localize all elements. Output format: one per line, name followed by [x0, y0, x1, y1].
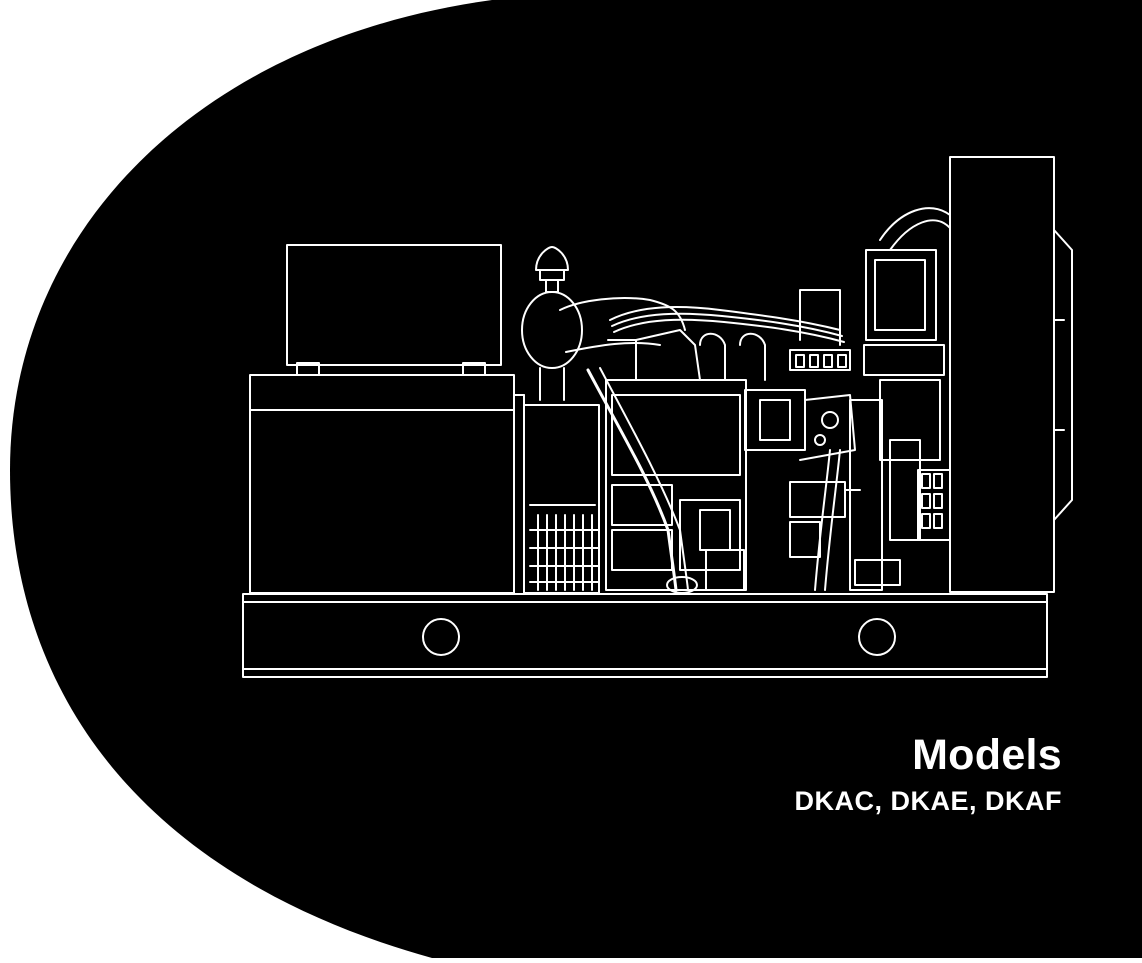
- lifting-hole-right: [858, 618, 896, 656]
- black-panel: [10, 0, 1142, 958]
- fuel-pump: [744, 389, 856, 461]
- coolant-pipes: [863, 207, 951, 461]
- air-cleaner: [521, 246, 583, 401]
- title-block: Models DKAC, DKAE, DKAF: [795, 732, 1063, 816]
- skid-base: [242, 593, 1048, 678]
- flexible-hose-left: [586, 368, 678, 592]
- models-heading: Models: [912, 731, 1062, 779]
- models-list: DKAC, DKAE, DKAF: [794, 786, 1062, 816]
- generator-illustration: [242, 156, 1073, 678]
- fuel-injection-lines: [609, 289, 851, 371]
- radiator: [949, 156, 1073, 593]
- flywheel-housing: [523, 404, 600, 594]
- flexible-hose-left-inner: [599, 367, 689, 591]
- flexible-hose-right: [814, 449, 831, 591]
- starter-motor: [789, 481, 861, 558]
- engine-front: [849, 399, 921, 591]
- lifting-hole-left: [422, 618, 460, 656]
- battery-terminal-block: [917, 469, 951, 541]
